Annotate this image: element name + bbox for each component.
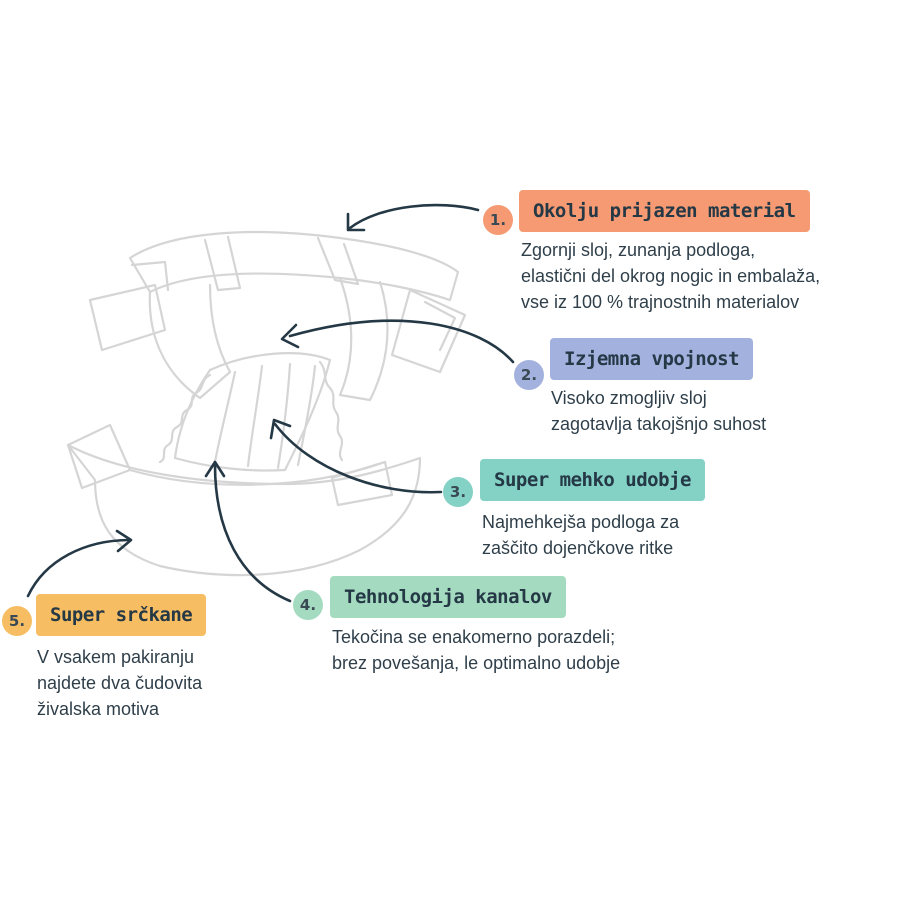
callout-1-title: Okolju prijazen material: [519, 190, 810, 232]
arrow-5: [26, 538, 132, 598]
diaper-channel-2: [246, 364, 264, 468]
diaper-left-tab-edge: [130, 260, 170, 292]
diaper-leg-ruffle-left: [158, 373, 212, 464]
callout-4-line: brez povešanja, le optimalno udobje: [332, 653, 621, 673]
callout-3-description: Najmehkejša podloga za zaščito dojenčkov…: [482, 509, 679, 561]
diaper-back-panel-right: [338, 276, 389, 402]
callout-5-line: najdete dva čudovita: [37, 673, 203, 693]
callout-2-line: Visoko zmogljiv sloj: [551, 388, 707, 408]
callout-5-line: živalska motiva: [37, 699, 160, 719]
diaper-front-waist: [128, 460, 387, 486]
callout-4-description: Tekočina se enakomerno porazdeli; brez p…: [332, 624, 620, 676]
arrow-5-head: [115, 529, 133, 553]
arrow-1: [348, 203, 480, 230]
callout-4-line: Tekočina se enakomerno porazdeli;: [332, 627, 616, 647]
diaper-right-tab-inner: [423, 300, 457, 352]
callout-1-number: 1.: [483, 205, 513, 235]
diaper-leg-ruffle-right: [318, 360, 344, 462]
callout-2-number: 2.: [514, 360, 544, 390]
arrow-3: [273, 422, 443, 494]
callout-2-line: zagotavlja takojšnjo suhost: [551, 414, 767, 434]
callout-5-title: Super srčkane: [36, 594, 207, 636]
callout-1-line: elastični del okrog nogic in embalaža,: [521, 266, 821, 286]
arrow-2-head: [280, 323, 300, 349]
diaper-waist-stripe-left: [203, 235, 242, 292]
callout-1-line: vse iz 100 % trajnostnih materialov: [521, 292, 800, 312]
diaper-left-tab: [88, 283, 167, 352]
callout-4-title: Tehnologija kanalov: [330, 576, 566, 618]
callout-2-title: Izjemna vpojnost: [550, 338, 754, 380]
diaper-back-panel: [148, 283, 232, 400]
callout-4-number: 4.: [293, 590, 323, 620]
callout-5-description: V vsakem pakiranju najdete dva čudovita …: [37, 644, 202, 722]
diaper-waist-stripe-right: [316, 236, 360, 286]
diaper-back-waistband: [128, 230, 460, 302]
arrow-4-head: [204, 460, 226, 478]
callout-3-line: Najmehkejša podloga za: [482, 512, 680, 532]
arrow-4: [213, 463, 292, 603]
callout-5-number: 5.: [2, 606, 32, 636]
callout-3-title: Super mehko udobje: [480, 459, 705, 501]
diaper-front-panel: [66, 443, 422, 577]
diaper-channel-1: [213, 370, 237, 464]
callout-1-line: Zgornji sloj, zunanja podloga,: [521, 240, 756, 260]
callout-2-description: Visoko zmogljiv sloj zagotavlja takojšnj…: [551, 385, 766, 437]
callout-1-description: Zgornji sloj, zunanja podloga, elastični…: [521, 237, 820, 315]
callout-5-line: V vsakem pakiranju: [37, 647, 195, 667]
callout-3-line: zaščito dojenčkove ritke: [482, 538, 674, 558]
callout-3-number: 3.: [443, 477, 473, 507]
diaper-channel-3: [276, 362, 292, 470]
diaper-channel-4: [296, 364, 317, 467]
arrow-1-head: [346, 212, 366, 232]
arrow-2: [288, 319, 515, 364]
arrow-3-head: [269, 418, 292, 440]
diaper-right-tab: [390, 288, 467, 374]
diaper-core: [173, 352, 332, 472]
